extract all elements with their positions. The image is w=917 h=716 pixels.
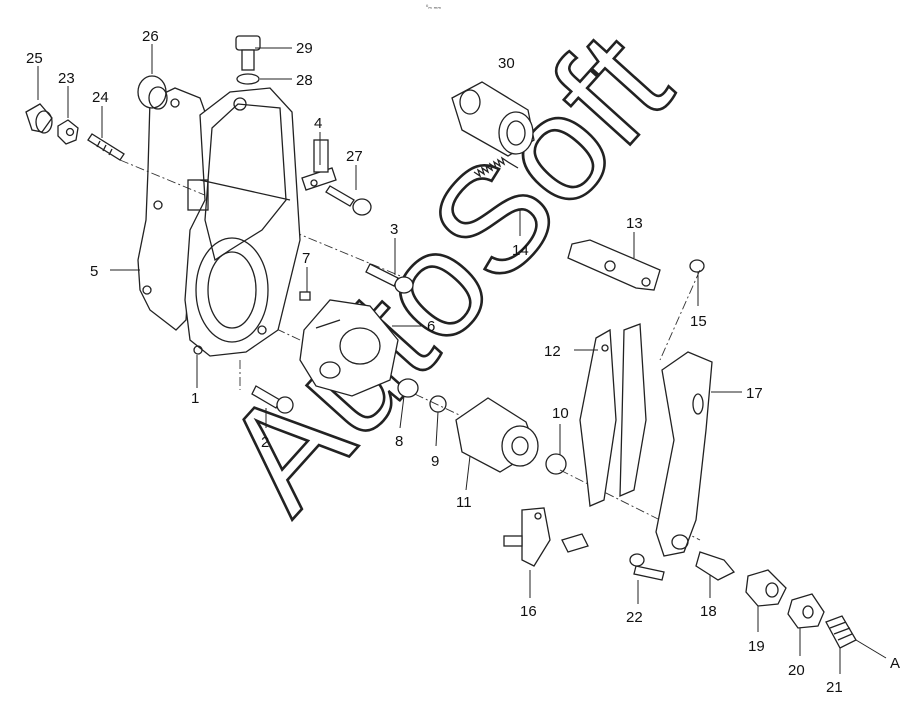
callout-labels: 1 2 3 4 5 6 7 8 9 10 11 12 13 14 15 16 1… xyxy=(26,28,900,696)
callout-17: 17 xyxy=(746,385,763,402)
callout-4: 4 xyxy=(314,115,322,132)
part-piston-sleeve xyxy=(455,397,539,473)
part-block-16 xyxy=(503,507,551,567)
part-lever-12 xyxy=(579,323,647,507)
part-cap xyxy=(25,103,53,134)
callout-8: 8 xyxy=(395,433,403,450)
part-bolt-22 xyxy=(629,553,665,581)
callout-2: 2 xyxy=(261,434,269,451)
callout-24: 24 xyxy=(92,89,109,106)
callout-15: 15 xyxy=(690,313,707,330)
part-nut-19 xyxy=(745,569,787,607)
part-housing xyxy=(184,87,301,357)
callout-5: 5 xyxy=(90,263,98,280)
callout-18: 18 xyxy=(700,603,717,620)
arrow-label-a: A xyxy=(890,655,900,672)
part-bracket xyxy=(301,139,337,191)
callout-10: 10 xyxy=(552,405,569,422)
part-stud xyxy=(87,133,125,161)
part-screw-2 xyxy=(251,385,294,414)
header-mark: ºₘ ₘₘ xyxy=(426,4,441,11)
callout-29: 29 xyxy=(296,40,313,57)
callout-23: 23 xyxy=(58,70,75,87)
part-pivot-pin xyxy=(561,533,589,553)
part-key xyxy=(299,291,311,301)
part-rotor xyxy=(299,299,399,397)
part-fitting-18 xyxy=(695,551,736,581)
part-nut-20 xyxy=(787,593,825,629)
part-spring xyxy=(473,156,519,178)
callout-12: 12 xyxy=(544,343,561,360)
part-fitting-21 xyxy=(825,615,857,649)
part-nut-small xyxy=(57,119,79,145)
callout-26: 26 xyxy=(142,28,159,45)
part-o-ring-15 xyxy=(689,259,705,273)
part-ring-10 xyxy=(545,453,567,475)
part-lever-17 xyxy=(655,351,713,557)
part-screw-27 xyxy=(325,185,372,216)
part-sleeve-nut xyxy=(451,81,535,157)
callout-27: 27 xyxy=(346,148,363,165)
callout-19: 19 xyxy=(748,638,765,655)
callout-6: 6 xyxy=(427,318,435,335)
part-link-plate xyxy=(567,239,661,291)
callout-16: 16 xyxy=(520,603,537,620)
callout-7: 7 xyxy=(302,250,310,267)
callout-9: 9 xyxy=(431,453,439,470)
part-o-ring-top xyxy=(236,73,260,85)
callout-21: 21 xyxy=(826,679,843,696)
callout-30: 30 xyxy=(498,55,515,72)
part-bolt-top xyxy=(235,35,261,71)
leader-lines xyxy=(37,44,887,674)
callout-28: 28 xyxy=(296,72,313,89)
part-plug xyxy=(137,75,168,110)
callout-25: 25 xyxy=(26,50,43,67)
part-screw-3 xyxy=(365,263,414,294)
callout-14: 14 xyxy=(512,242,529,259)
callout-3: 3 xyxy=(390,221,398,238)
callout-20: 20 xyxy=(788,662,805,679)
callout-11: 11 xyxy=(456,494,472,511)
part-washer xyxy=(397,378,419,398)
callout-22: 22 xyxy=(626,609,643,626)
callout-1: 1 xyxy=(191,390,199,407)
callout-13: 13 xyxy=(626,215,643,232)
